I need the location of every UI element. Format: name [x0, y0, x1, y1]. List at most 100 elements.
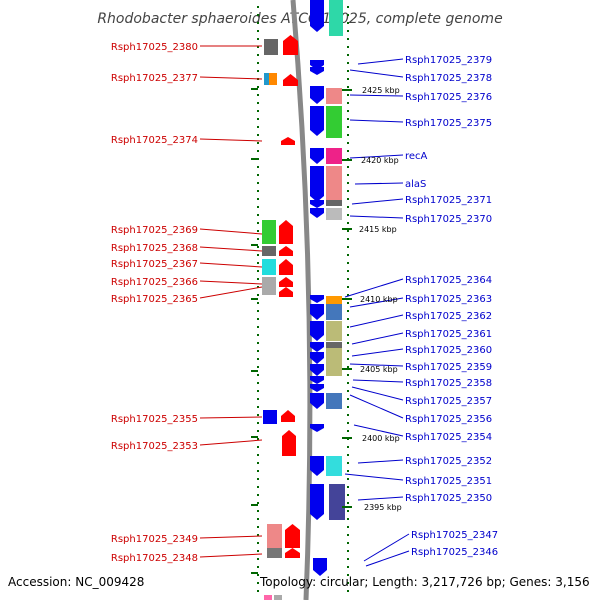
leader-line-r2361	[351, 332, 404, 345]
gene-category-box	[326, 296, 342, 304]
leader-line-l2374	[199, 138, 263, 142]
track-dot	[257, 38, 259, 40]
track-dot	[257, 510, 259, 512]
leader-line-ralaS	[354, 182, 404, 185]
gene-category-box	[326, 148, 342, 164]
track-dot	[347, 206, 349, 208]
gene-label-l2353: Rsph17025_2353	[111, 441, 198, 452]
track-dot	[257, 222, 259, 224]
gene-label-l2369: Rsph17025_2369	[111, 225, 198, 236]
gene-category-box	[326, 200, 342, 206]
gene-category-box	[326, 456, 342, 476]
track-dot	[257, 254, 259, 256]
track-dot	[347, 182, 349, 184]
leader-line-l2369	[199, 228, 263, 235]
track-dot	[347, 54, 349, 56]
track-dot	[257, 374, 259, 376]
track-dot	[257, 326, 259, 328]
track-dot	[257, 334, 259, 336]
track-dot	[257, 422, 259, 424]
track-dot	[347, 534, 349, 536]
gene-label-r2364: Rsph17025_2364	[405, 275, 492, 286]
track-dot	[257, 150, 259, 152]
leader-line-r2357	[351, 386, 404, 401]
track-minor-tick	[251, 298, 258, 300]
track-dot	[257, 190, 259, 192]
leader-line-rrecA	[349, 154, 404, 159]
track-dot	[347, 6, 349, 8]
gene-label-l2348: Rsph17025_2348	[111, 553, 198, 564]
gene-label-r2352: Rsph17025_2352	[405, 456, 492, 467]
track-dot	[257, 550, 259, 552]
track-dot	[347, 502, 349, 504]
leader-line-r2379	[357, 58, 404, 65]
track-dot	[347, 558, 349, 560]
gene-label-ralaS: alaS	[405, 179, 426, 190]
gene-label-r2356: Rsph17025_2356	[405, 414, 492, 425]
track-dot	[257, 102, 259, 104]
leader-line-l2348	[199, 553, 263, 558]
track-dot	[347, 230, 349, 232]
leader-line-r2347	[363, 533, 410, 562]
track-dot	[347, 150, 349, 152]
gene-label-r2361: Rsph17025_2361	[405, 329, 492, 340]
gene-category-box	[326, 342, 342, 348]
track-dot	[347, 278, 349, 280]
track-dot	[347, 62, 349, 64]
track-dot	[257, 166, 259, 168]
gene-category-box	[274, 595, 282, 600]
plus-strand-gene-arrow	[310, 352, 324, 364]
kbp-tick-mark-k2395	[342, 506, 352, 508]
plus-strand-gene-arrow	[310, 424, 324, 432]
track-dot	[257, 526, 259, 528]
track-dot	[347, 254, 349, 256]
track-dot	[257, 518, 259, 520]
left-dotted-track	[257, 6, 259, 592]
track-dot	[347, 422, 349, 424]
track-dot	[347, 78, 349, 80]
track-dot	[257, 174, 259, 176]
gene-label-l2380: Rsph17025_2380	[111, 42, 198, 53]
track-dot	[257, 94, 259, 96]
kbp-tick-mark-k2400	[342, 437, 352, 439]
track-dot	[347, 334, 349, 336]
track-dot	[257, 286, 259, 288]
track-dot	[257, 182, 259, 184]
track-dot	[257, 382, 259, 384]
gene-label-l2367: Rsph17025_2367	[111, 259, 198, 270]
track-dot	[347, 510, 349, 512]
kbp-tick-mark-k2420	[342, 159, 352, 161]
track-dot	[347, 174, 349, 176]
kbp-tick-mark-k2405	[342, 368, 352, 370]
gene-label-r2378: Rsph17025_2378	[405, 73, 492, 84]
minus-strand-gene-arrow	[282, 430, 296, 456]
gene-category-box	[326, 106, 342, 138]
track-dot	[257, 62, 259, 64]
kbp-tick-label-k2400: 2400 kbp	[362, 434, 400, 443]
gene-label-r2351: Rsph17025_2351	[405, 476, 492, 487]
track-dot	[257, 70, 259, 72]
topology-text: Topology: circular; Length: 3,217,726 bp…	[259, 575, 590, 589]
leader-line-r2371	[351, 198, 404, 205]
kbp-tick-mark-k2410	[342, 298, 352, 300]
gene-category-box	[329, 484, 345, 520]
minus-strand-gene-arrow	[285, 548, 300, 558]
gene-label-r2347: Rsph17025_2347	[411, 530, 498, 541]
gene-label-r2371: Rsph17025_2371	[405, 195, 492, 206]
track-dot	[347, 94, 349, 96]
track-dot	[257, 214, 259, 216]
track-dot	[347, 38, 349, 40]
gene-category-box	[262, 246, 276, 256]
leader-line-r2359	[349, 363, 404, 367]
gene-label-r2359: Rsph17025_2359	[405, 362, 492, 373]
track-dot	[257, 478, 259, 480]
gene-label-r2357: Rsph17025_2357	[405, 396, 492, 407]
gene-label-r2362: Rsph17025_2362	[405, 311, 492, 322]
leader-line-r2354	[353, 424, 404, 437]
gene-label-r2363: Rsph17025_2363	[405, 294, 492, 305]
leader-line-r2375	[349, 119, 404, 123]
minus-strand-gene-arrow	[279, 277, 293, 287]
gene-category-box	[264, 595, 272, 600]
track-dot	[257, 542, 259, 544]
gene-label-layer: Rsph17025_2380Rsph17025_2377Rsph17025_23…	[111, 42, 498, 564]
